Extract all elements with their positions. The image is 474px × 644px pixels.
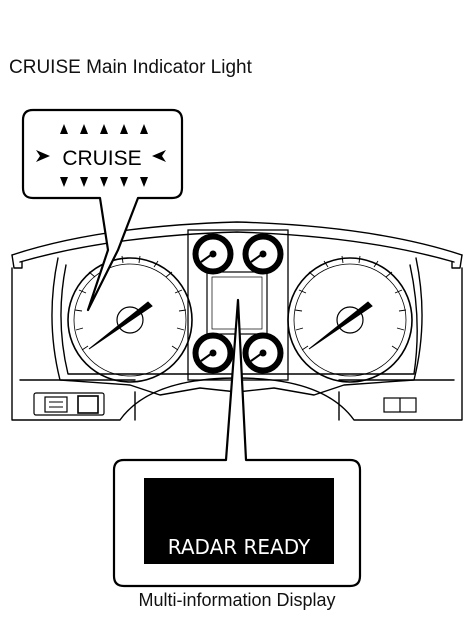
cruise-callout-bubble: CRUISE: [21, 108, 184, 312]
speedometer-ticks: [74, 255, 187, 351]
bottom-caption: Multi-information Display: [138, 590, 336, 610]
small-gauge-top-right: [242, 233, 284, 275]
tachometer-needle: [308, 301, 373, 350]
tachometer-gauge: [287, 255, 413, 383]
display-screen-background: [144, 478, 334, 564]
center-gauge-panel: [187, 229, 289, 381]
speedometer-gauge: [67, 255, 193, 383]
cruise-indicator-label: CRUISE: [62, 147, 141, 170]
small-gauge-bottom-right: [242, 332, 284, 374]
cruise-indicator-location: [33, 392, 105, 416]
flashing-rays-icon: [36, 124, 166, 187]
tachometer-ticks: [294, 255, 407, 351]
diagram-title: CRUISE Main Indicator Light: [9, 57, 252, 78]
dash-switch-right: [383, 397, 417, 413]
radar-ready-message: RADAR READY: [168, 535, 311, 559]
dashboard-inner-hood: [19, 231, 455, 263]
small-gauge-top-left: [192, 233, 234, 275]
dashboard-outer-hood: [11, 221, 463, 256]
speedometer-needle: [88, 301, 153, 350]
display-callout-bubble: RADAR READY: [112, 298, 362, 588]
small-gauge-bottom-left: [192, 332, 234, 374]
